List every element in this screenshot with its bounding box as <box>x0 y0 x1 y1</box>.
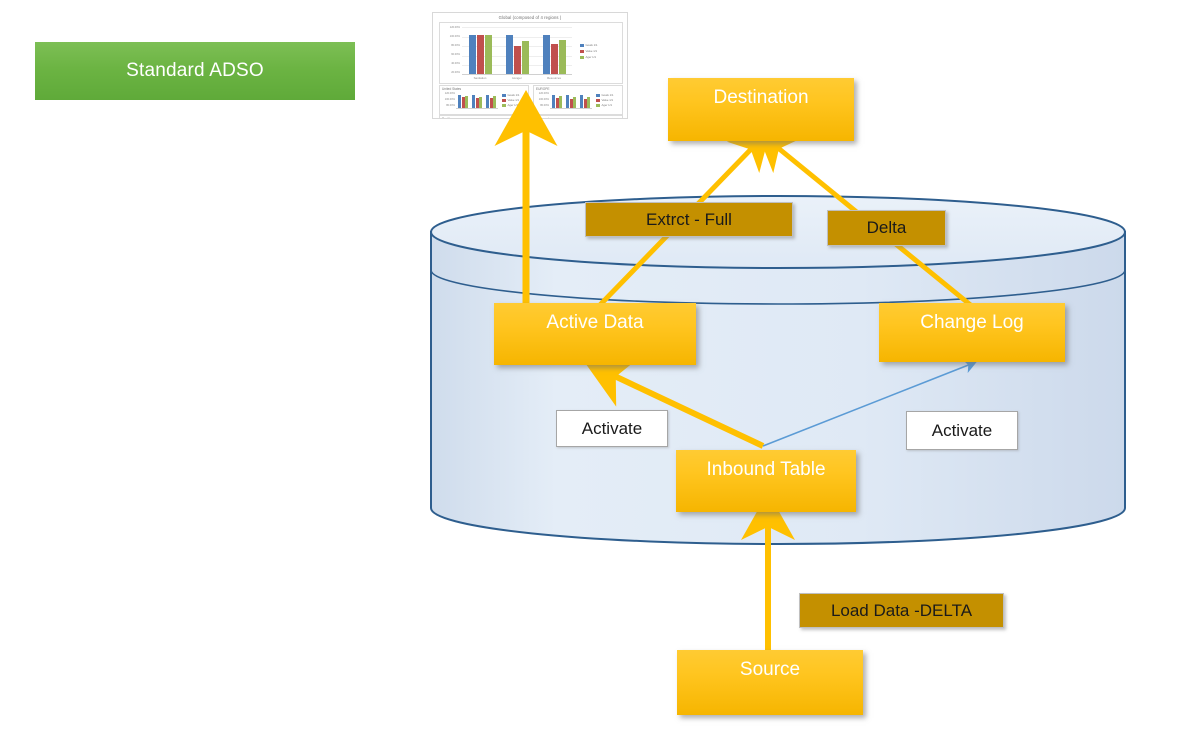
arrow-inbound-to-change-log <box>762 359 977 447</box>
callout-delta[interactable]: Delta <box>827 210 946 246</box>
callout-load-data-delta[interactable]: Load Data -DELTA <box>799 593 1004 628</box>
report-xtick: Resources <box>547 76 561 80</box>
report-xtick: Sanitation <box>473 76 487 80</box>
report-sub-ytick: 100.00% <box>444 98 455 101</box>
report-legend-entry: Value 1/1 <box>580 49 597 53</box>
node-destination[interactable]: Destination <box>668 78 854 141</box>
callout-load-data-delta-label: Load Data -DELTA <box>830 600 973 620</box>
report-sub-chart-title: EUROPE <box>536 87 550 91</box>
report-sub-legend-entry: Goals 1/1 <box>596 93 613 97</box>
report-ytick: 100.00% <box>449 35 460 38</box>
report-sub-plot <box>550 92 592 108</box>
report-sub-legend-entry: Value 1/1 <box>596 98 613 102</box>
label-activate-left[interactable]: Activate <box>556 410 668 447</box>
label-activate-right-text: Activate <box>931 420 993 440</box>
node-active-data[interactable]: Active Data <box>494 303 696 365</box>
callout-extract-full[interactable]: Extrct - Full <box>585 202 793 237</box>
arrow-inbound-to-active-data <box>584 357 765 449</box>
node-source[interactable]: Source <box>677 650 863 715</box>
report-sub-chart-title: Pacific <box>442 117 452 119</box>
standard-adso-title-chip: Standard ADSO <box>35 42 355 100</box>
callout-delta-label: Delta <box>866 218 907 237</box>
node-destination-label: Destination <box>713 87 809 108</box>
report-thumbnail[interactable]: Global (composed of 4 regions ) <box>432 12 628 119</box>
node-inbound-table-label: Inbound Table <box>706 459 826 480</box>
report-ytick: 40.00% <box>451 62 460 65</box>
report-sub-chart-title: United States <box>442 87 462 91</box>
report-legend-entry: Ager 1/1 <box>580 55 596 59</box>
node-change-log[interactable]: Change Log <box>879 303 1065 362</box>
report-ytick: 120.00% <box>449 26 460 29</box>
report-sub-ytick: 120.00% <box>444 92 455 95</box>
report-ytick: 20.00% <box>451 71 460 74</box>
node-inbound-table[interactable]: Inbound Table <box>676 450 856 512</box>
report-ytick: 80.00% <box>451 44 460 47</box>
node-change-log-label: Change Log <box>920 312 1024 333</box>
node-source-label: Source <box>739 659 801 680</box>
report-ytick: 60.00% <box>451 53 460 56</box>
report-main-chart-panel: 120.00% 100.00% 80.00% 60.00% 40.00% 20.… <box>439 22 623 84</box>
report-chart-title: Global (composed of 4 regions ) <box>498 15 562 20</box>
report-main-plot <box>462 27 572 75</box>
report-sub-chart-panel: EUROPE 120.00% 100.00% 80.00% Goals 1/1 … <box>533 85 623 115</box>
report-xtick: Hunger <box>512 76 522 80</box>
label-activate-right[interactable]: Activate <box>906 411 1018 450</box>
standard-adso-label: Standard ADSO <box>126 60 264 81</box>
report-legend-entry: Goals 1/1 <box>580 43 597 47</box>
node-active-data-label: Active Data <box>546 312 644 333</box>
report-sub-plot <box>456 92 498 108</box>
report-sub-legend-entry: Ager 1/1 <box>596 103 612 107</box>
callout-extract-full-label: Extrct - Full <box>646 209 732 229</box>
report-sub-ytick: 80.00% <box>446 104 455 107</box>
label-activate-left-text: Activate <box>581 418 643 438</box>
